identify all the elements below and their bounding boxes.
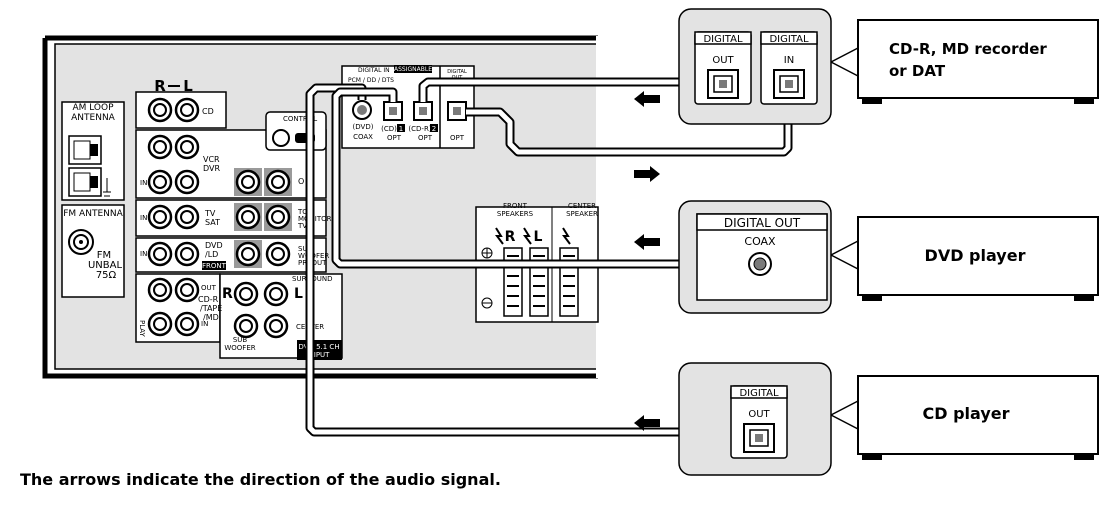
svg-text:ANTENNA: ANTENNA [71,113,116,123]
svg-text:PCM / DD / DTS: PCM / DD / DTS [348,77,394,84]
front-speakers-label: SPEAKERS [497,210,534,218]
svg-text:OPT: OPT [418,134,433,142]
diagram-caption: The arrows indicate the direction of the… [20,470,501,489]
coax-cable-dvd-player [331,87,760,269]
cd-device-label: CD player [922,404,1009,423]
svg-text:IN: IN [784,55,794,66]
dvd-player-device: DIGITAL OUT COAX DVD player [678,200,1099,314]
tape-label: CD-R [198,295,219,304]
svg-text:OPT: OPT [387,134,402,142]
optical-cable-cdr-out-to-receiver [418,77,726,102]
control-label: CONTROL [283,115,317,123]
fm-antenna-label: FM ANTENNA [63,209,123,219]
to-monitor-label: MONITOR [298,215,332,223]
svg-text:R: R [222,286,233,302]
svg-text:75Ω: 75Ω [96,270,117,281]
digital-out-label: DIGITAL [703,34,743,45]
cdr-md-dat-device: DIGITAL OUT DIGITAL IN CD-R, MD recorder… [678,8,1099,125]
digital-io-panel: DIGITAL IN ASSIGNABLE PCM / DD / DTS DIG… [341,65,475,149]
tv-input-label: TV [204,209,216,218]
svg-text:1: 1 [399,125,403,133]
arrow-left-icon [634,415,660,431]
vcr-input-label: VCR [203,155,220,164]
dvd-input-label: DVD [205,241,223,250]
svg-text:FM: FM [97,250,111,261]
svg-text:COAX: COAX [353,133,373,141]
svg-text:/TAPE: /TAPE [200,304,222,313]
svg-text:O: O [298,177,304,186]
svg-text:DVR: DVR [203,164,220,173]
svg-text:2: 2 [432,125,436,133]
svg-text:OPT: OPT [450,134,465,142]
svg-text:L: L [534,229,543,245]
arrow-left-icon [634,234,660,250]
fm-antenna-terminal: FM ANTENNA FM UNBAL 75Ω [61,204,125,298]
cd-player-device: DIGITAL OUT CD player [678,362,1099,476]
svg-text:IN: IN [140,250,147,258]
svg-text:or DAT: or DAT [889,62,946,80]
cdr-device-label: CD-R, MD recorder [889,40,1047,58]
digital-in-label: DIGITAL IN [358,67,390,74]
svg-text:SUB: SUB [233,336,248,344]
svg-text:OUT: OUT [201,284,217,292]
signal-arrows [634,91,660,431]
svg-text:/MD: /MD [203,313,219,322]
svg-text:TO: TO [297,208,308,216]
cd-input-label: CD [202,107,214,116]
svg-text:COAX: COAX [744,235,776,248]
svg-text:IN: IN [140,179,147,187]
svg-text:(CD-R): (CD-R) [408,125,431,133]
digital-out-label: DIGITAL OUT [724,216,801,230]
svg-text:IN: IN [201,320,208,328]
svg-text:R: R [154,77,166,95]
multichannel-input-badge: DVD 5.1 CH [298,343,339,351]
am-loop-antenna-terminal: AM LOOP ANTENNA [61,101,125,201]
svg-text:CENTER: CENTER [568,202,596,210]
svg-text:OUT: OUT [748,409,770,420]
svg-text:ASSIGNABLE: ASSIGNABLE [394,66,432,73]
arrow-left-icon [634,91,660,107]
svg-text:(CD): (CD) [381,125,397,133]
digital-in-label: DIGITAL [769,34,809,45]
svg-text:WOOFER: WOOFER [224,344,255,352]
digital-out-label: DIGITAL [739,388,779,399]
svg-text:INPUT: INPUT [309,351,331,359]
svg-text:SUB: SUB [298,245,313,253]
rca-jacks [147,97,292,339]
svg-text:R: R [505,229,516,245]
svg-text:SAT: SAT [205,218,220,227]
am-antenna-label: AM LOOP [72,103,114,113]
svg-text:/LD: /LD [205,250,218,259]
svg-text:L: L [183,77,193,95]
svg-text:PLAY: PLAY [138,320,146,338]
arrow-right-icon [634,166,660,182]
center-speaker-label: SPEAKER [566,210,598,218]
front-badge: FRONT [202,262,227,270]
svg-text:UNBAL: UNBAL [88,260,123,271]
svg-text:(DVD): (DVD) [353,123,374,131]
svg-text:TV: TV [297,222,307,230]
optical-cable-receiver-to-cdr-in [466,86,793,157]
svg-text:FRONT: FRONT [503,202,528,210]
svg-text:OUT: OUT [712,55,734,66]
svg-text:IN: IN [140,214,147,222]
svg-text:L: L [294,286,303,302]
svg-text:DIGITAL: DIGITAL [447,69,467,75]
dvd-device-label: DVD player [925,246,1026,265]
